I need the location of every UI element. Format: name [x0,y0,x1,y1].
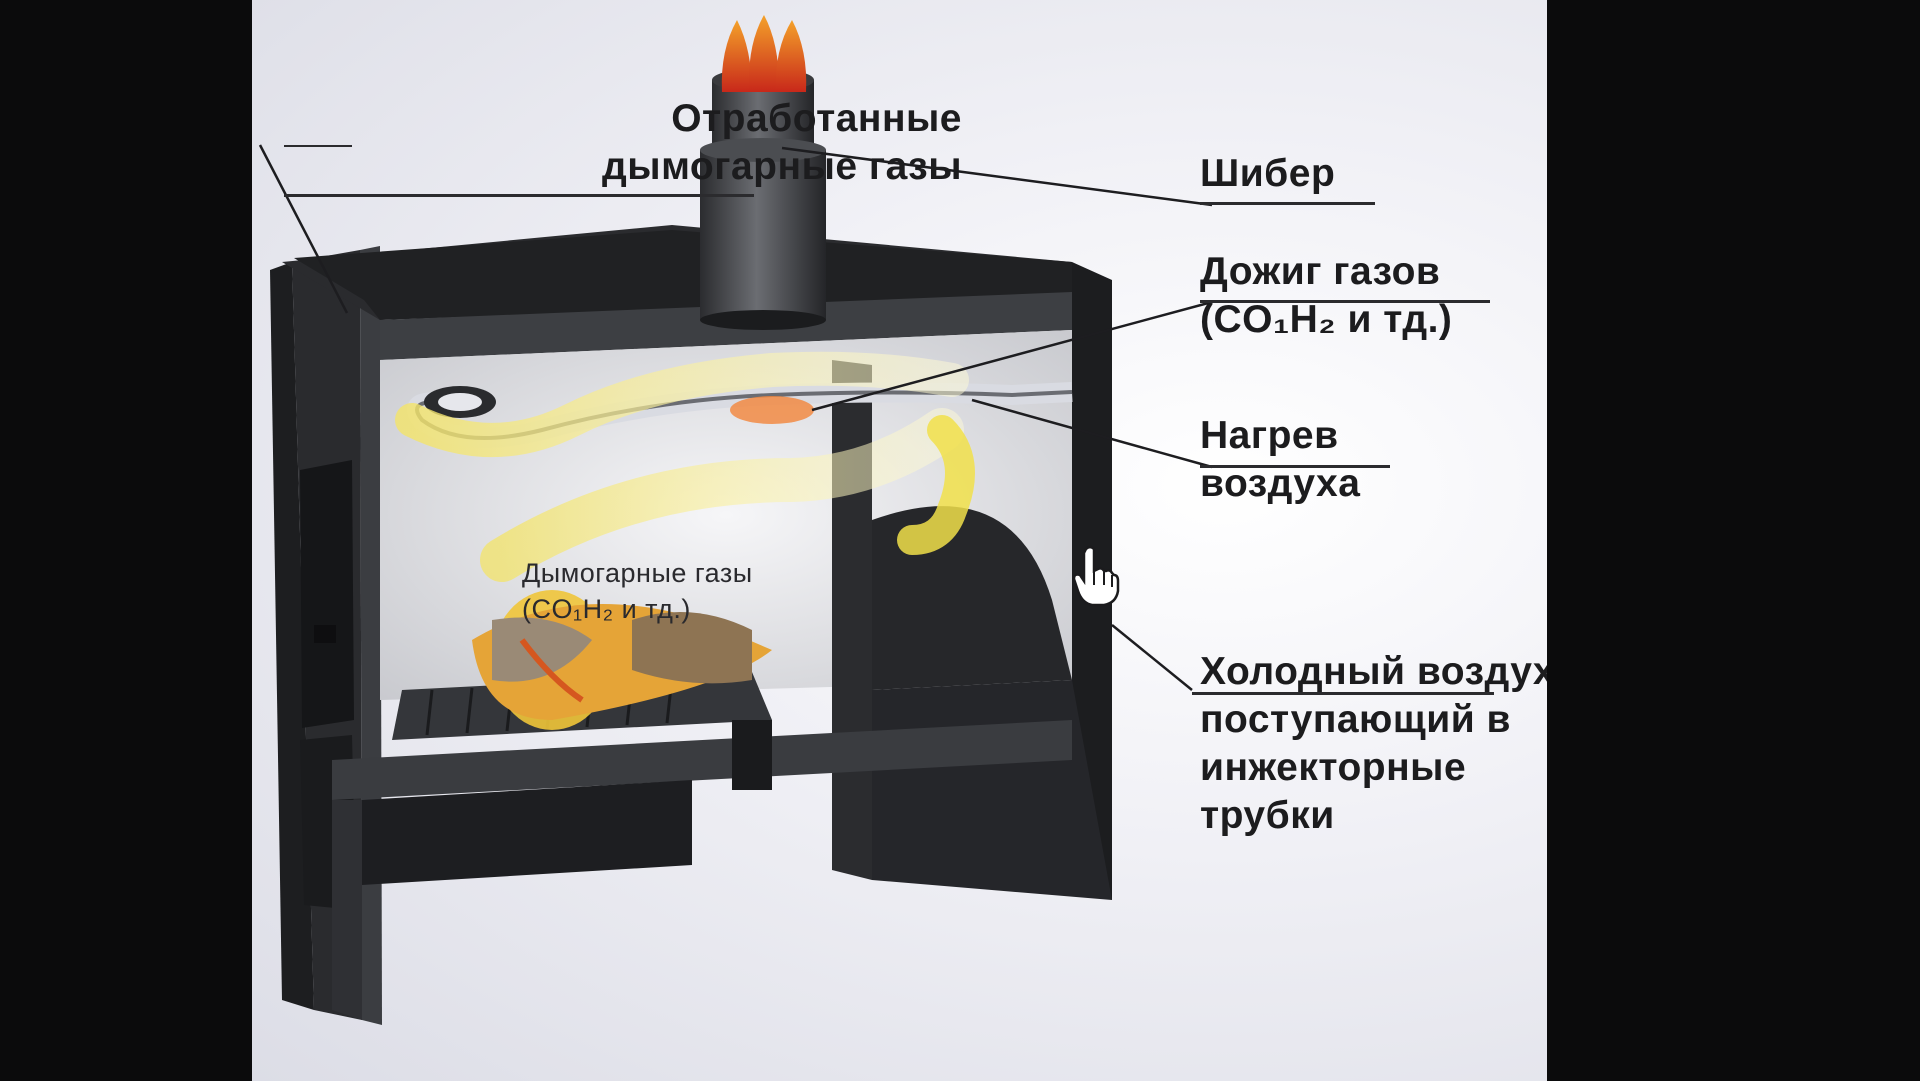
flue-gas-flow [395,351,975,582]
leader-afterburn [811,300,1213,412]
cold-air-underline [1192,692,1494,695]
ash-drawer [332,720,1072,1020]
label-exhaust-line2: дымогарные газы [602,145,962,188]
label-air-heating: Нагрев воздуха [1200,412,1360,508]
air-heating-underline [1200,465,1390,468]
label-cold-air-line3: инжекторные [1200,746,1467,789]
leader-air-heating [971,398,1213,469]
leader-cold-air [1111,624,1193,691]
label-cold-air-line1: Холодный воздух, [1200,650,1547,693]
label-cold-air-line2: поступающий в [1200,698,1512,741]
label-cold-air: Холодный воздух, поступающий в инжекторн… [1200,648,1547,840]
label-air-heating-line1: Нагрев [1200,414,1339,457]
leader-lines [258,144,1213,691]
label-flue-gases-line2: (CO₁H₂ и тд.) [522,594,691,624]
hand-pointer-icon [1072,545,1120,607]
chimney-flames [721,15,807,92]
label-air-heating-line2: воздуха [1200,462,1361,505]
label-afterburn-line2: (CO₁H₂ и тд.) [1200,298,1453,341]
stove-diagram [258,15,1213,1025]
leader-exhaust [258,144,349,314]
exhaust-underline [284,194,754,197]
label-afterburn: Дожиг газов (CO₁H₂ и тд.) [1200,248,1452,344]
label-cold-air-line4: трубки [1200,794,1335,837]
exhaust-underline-top [284,145,352,147]
leader-damper [781,146,1213,207]
label-damper: Шибер [1200,152,1336,195]
damper-underline [1200,202,1375,205]
label-flue-gases: Дымогарные газы (CO₁H₂ и тд.) [522,555,753,627]
label-exhaust-line1: Отработанные [671,97,962,140]
stove-front-doors [270,246,382,1025]
label-afterburn-line1: Дожиг газов [1200,250,1441,293]
label-exhaust-gases: Отработанные дымогарные газы [602,95,962,191]
label-flue-gases-line1: Дымогарные газы [522,558,753,588]
afterburn-underline [1200,300,1490,303]
burning-logs [472,590,772,730]
diagram-screen: Отработанные дымогарные газы Шибер Дожиг… [252,0,1547,1081]
